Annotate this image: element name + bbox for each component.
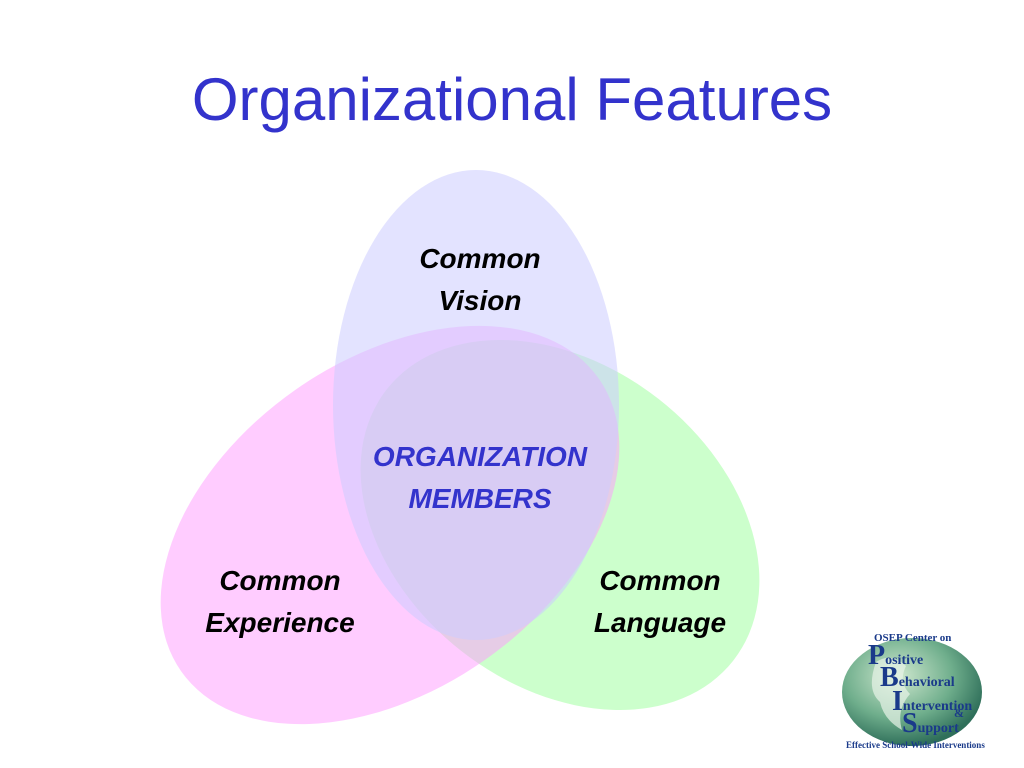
common-vision-line-1: Common: [419, 243, 541, 274]
slide-title: Organizational Features: [191, 66, 833, 133]
common-language-line-2: Language: [593, 607, 727, 638]
common-experience-line-1: Common: [219, 565, 341, 596]
pbis-behavioral: Behavioral: [880, 662, 955, 693]
common-language-line-1: Common: [599, 565, 721, 596]
pbis-logo-header: OSEP Center on: [874, 632, 952, 644]
vision-ellipse: [333, 170, 619, 640]
common-vision-line-2: Vision: [438, 285, 522, 316]
organization-members-line-2: MEMBERS: [408, 483, 552, 514]
common-experience-line-2: Experience: [205, 607, 355, 638]
pbis-positive: Positive: [868, 640, 924, 671]
pbis-logo-footer: Effective School-Wide Interventions: [846, 740, 985, 750]
common-vision-label: Common Vision: [380, 238, 580, 322]
organization-members-label: ORGANIZATION MEMBERS: [330, 436, 630, 520]
pbis-support: Support: [902, 708, 959, 739]
common-language-label: Common Language: [550, 560, 770, 644]
pbis-logo: OSEP Center on Positive Behavioral Inter…: [836, 632, 1012, 756]
common-experience-label: Common Experience: [170, 560, 390, 644]
pbis-intervention: Intervention: [892, 686, 973, 717]
organization-members-line-1: ORGANIZATION: [372, 441, 588, 472]
pbis-globe-icon: [842, 638, 982, 746]
pbis-ampersand: &: [954, 706, 964, 720]
